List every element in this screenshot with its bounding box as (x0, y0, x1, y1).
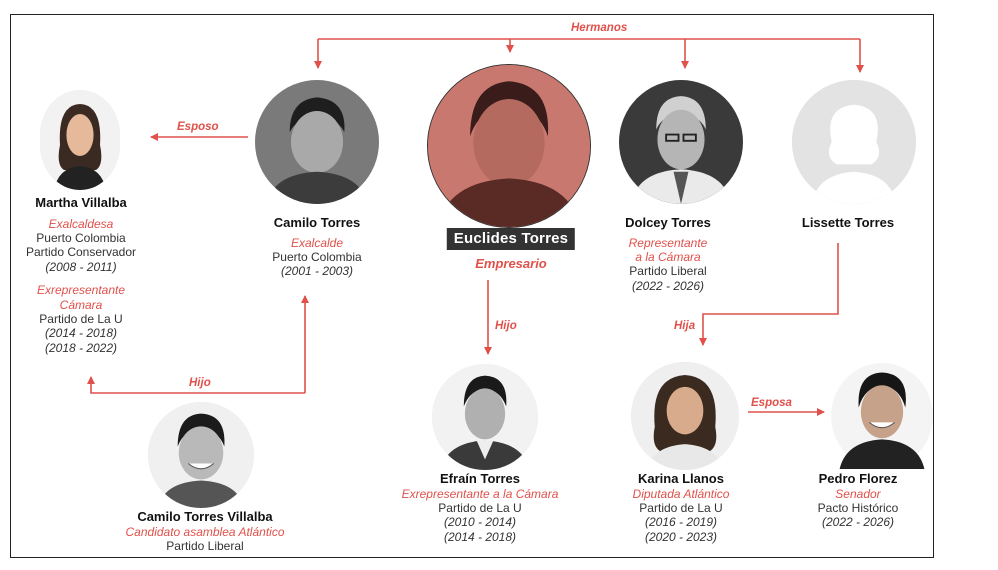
relation-label-siblings: Hermanos (571, 22, 628, 34)
person-party: Partido de La U (639, 500, 723, 515)
person-party: Partido de La U (438, 500, 522, 515)
person-period-2: (2020 - 2023) (644, 529, 718, 544)
efrain-torres-photo (432, 364, 538, 470)
camilo-torres-villalba-card: Camilo Torres Villalba Candidato asamble… (126, 509, 285, 553)
person-role: Exalcalde (290, 235, 344, 250)
person-name: Efraín Torres (440, 471, 520, 486)
person-role: Candidato asamblea Atlántico (125, 524, 285, 539)
pedro-florez-card: Pedro Florez Senador Pacto Histórico (20… (818, 471, 899, 530)
person-name: Martha Villalba (35, 195, 127, 210)
person-party: Partido Conservador (25, 245, 137, 260)
relation-label-son-camilo: Hijo (189, 377, 211, 389)
person-period: (2008 - 2011) (45, 259, 117, 274)
person-place: Puerto Colombia (36, 230, 126, 245)
person-role-2b: Cámara (59, 297, 103, 312)
lissette-torres-placeholder-icon (792, 80, 916, 204)
person-name: Camilo Torres (273, 215, 361, 230)
person-name: Camilo Torres Villalba (137, 509, 273, 524)
person-party: Partido Liberal (629, 264, 707, 279)
karina-llanos-photo (631, 362, 739, 470)
person-period: (2022 - 2026) (821, 515, 895, 530)
camilo-torres-card: Camilo Torres Exalcalde Puerto Colombia … (272, 215, 361, 279)
relation-label-wife: Esposa (751, 397, 792, 409)
camilo-torres-photo (255, 80, 379, 204)
person-period-1: (2010 - 2014) (443, 515, 517, 530)
person-name: Lissette Torres (801, 215, 895, 230)
person-party: Partido Liberal (166, 538, 244, 553)
dolcey-torres-card: Dolcey Torres Representante a la Cámara … (625, 215, 711, 293)
person-period-1: (2016 - 2019) (644, 515, 718, 530)
karina-llanos-card: Karina Llanos Diputada Atlántico Partido… (633, 471, 730, 544)
person-period: (2001 - 2003) (280, 264, 354, 279)
person-period: (2022 - 2026) (631, 278, 705, 293)
person-period-2: (2014 - 2018) (443, 529, 517, 544)
relation-label-husband: Esposo (177, 121, 219, 133)
camilo-torres-villalba-photo (148, 402, 254, 508)
lissette-torres-card: Lissette Torres (802, 215, 894, 231)
person-place: Puerto Colombia (272, 249, 362, 264)
dolcey-torres-photo (619, 80, 743, 204)
relation-label-daughter: Hija (674, 320, 696, 332)
person-role-b: a la Cámara (635, 249, 701, 264)
person-name: Pedro Florez (818, 471, 898, 486)
person-role: Exrepresentante a la Cámara (401, 486, 559, 501)
euclides-torres-photo (427, 64, 591, 228)
person-role: Diputada Atlántico (632, 486, 730, 501)
martha-villalba-photo (40, 90, 120, 190)
person-party-2: Partido de La U (39, 311, 123, 326)
child-link-to-martha (87, 376, 305, 394)
person-role-2a: Exrepresentante (36, 283, 126, 298)
person-role: Empresario (475, 256, 547, 271)
child-link-karina (699, 243, 839, 346)
relation-label-son-efrain: Hijo (495, 320, 517, 332)
person-role: Exalcaldesa (48, 216, 114, 231)
person-name: Euclides Torres (446, 228, 576, 250)
euclides-torres-card: Euclides Torres Empresario (446, 228, 576, 272)
efrain-torres-card: Efraín Torres Exrepresentante a la Cámar… (402, 471, 559, 544)
person-role: Senador (835, 486, 881, 501)
person-name: Dolcey Torres (625, 215, 711, 230)
person-period-2b: (2018 - 2022) (44, 340, 118, 355)
person-name: Karina Llanos (638, 471, 724, 486)
person-period-2a: (2014 - 2018) (44, 326, 118, 341)
martha-villalba-card: Martha Villalba Exalcaldesa Puerto Colom… (26, 195, 136, 355)
person-role-a: Representante (628, 235, 708, 250)
person-party: Pacto Histórico (817, 500, 899, 515)
pedro-florez-photo (829, 362, 935, 470)
